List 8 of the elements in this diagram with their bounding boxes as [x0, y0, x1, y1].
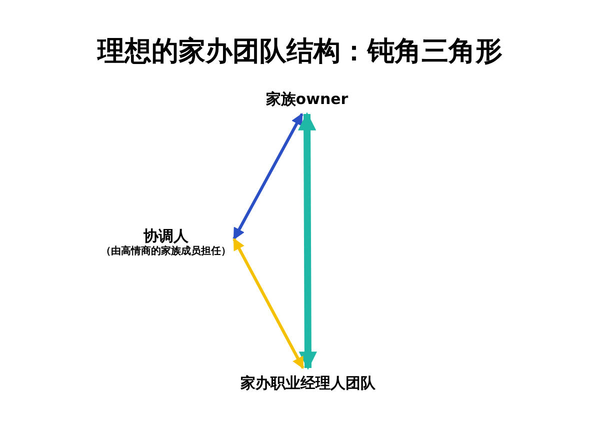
node-label: 家办职业经理人团队 — [240, 374, 376, 392]
double-arrow — [232, 238, 304, 370]
node-label: 协调人 — [144, 227, 188, 246]
title: 理想的家办团队结构：钝角三角形 — [96, 35, 504, 69]
double-arrow — [232, 112, 304, 240]
node-label: 家族owner — [266, 90, 348, 108]
node-note: （由高情商的家族成员担任） — [101, 246, 231, 259]
double-arrow — [298, 112, 318, 370]
